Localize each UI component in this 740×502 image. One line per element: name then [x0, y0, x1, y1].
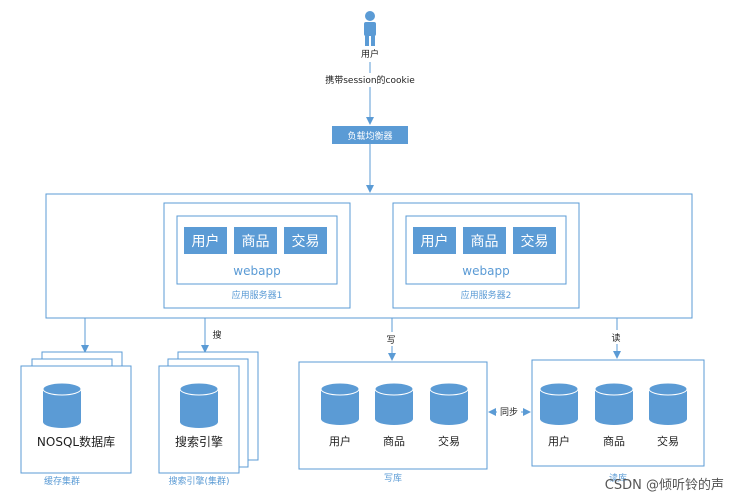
module-trade-2	[513, 227, 556, 254]
write-edge-bg	[384, 332, 398, 346]
search-cluster: 搜索引擎 搜索引擎(集群)	[158, 351, 259, 487]
load-balancer-label: 负载均衡器	[347, 130, 392, 142]
read-table-user: 用户	[548, 434, 570, 448]
module-goods-2	[463, 227, 506, 254]
search-caption: 搜索引擎(集群)	[168, 475, 229, 487]
app-server-1-label: 应用服务器1	[232, 289, 283, 301]
app-server-2-label: 应用服务器2	[461, 289, 512, 301]
module-goods-1-label: 商品	[242, 234, 270, 250]
cookie-label: 携带session的cookie	[325, 74, 415, 86]
database-icon	[594, 382, 634, 425]
write-edge-label: 写	[386, 335, 395, 346]
write-table-user: 用户	[329, 434, 351, 448]
search-edge-label: 搜	[212, 329, 221, 341]
read-table-trade: 交易	[657, 434, 679, 448]
module-user-2	[413, 227, 456, 254]
module-user-1-label: 用户	[192, 233, 220, 250]
write-table-trade: 交易	[438, 434, 460, 448]
webapp-2-box	[405, 215, 567, 285]
read-db: 用户 商品 交易 读库	[531, 359, 705, 484]
read-db-caption: 读库	[609, 472, 627, 484]
write-db-caption: 写库	[384, 472, 402, 484]
write-table-goods: 商品	[383, 434, 405, 448]
module-goods-2-label: 商品	[471, 234, 499, 250]
database-icon	[374, 382, 414, 425]
app-server-1-box	[163, 202, 351, 309]
load-balancer-box	[332, 126, 408, 144]
write-db: 用户 商品 交易 写库	[298, 361, 488, 484]
cache-caption: 缓存集群	[44, 475, 80, 487]
csdn-watermark: CSDN @倾听铃的声	[605, 477, 724, 493]
user-icon	[364, 11, 376, 46]
sync-label-bg	[497, 405, 521, 418]
read-edge-bg	[609, 330, 623, 344]
database-icon	[179, 382, 219, 428]
database-icon	[648, 382, 688, 425]
app-server-2-box	[392, 202, 580, 309]
search-db-label: 搜索引擎	[175, 434, 223, 449]
database-icon	[42, 382, 82, 428]
module-goods-1	[234, 227, 277, 254]
cache-db-label: NOSQL数据库	[37, 434, 115, 449]
user-label: 用户	[361, 48, 379, 60]
module-trade-1	[284, 227, 327, 254]
database-icon	[320, 382, 360, 425]
webapp-2-label: webapp	[462, 264, 509, 278]
module-user-2-label: 用户	[421, 233, 449, 250]
sync-label: 同步	[500, 407, 518, 418]
app-cluster-box	[45, 193, 693, 319]
database-icon	[539, 382, 579, 425]
read-edge-label: 读	[611, 332, 620, 344]
search-edge-bg	[210, 327, 224, 341]
cookie-label-bg	[318, 73, 422, 87]
app-server-2: 用户 商品 交易 webapp 应用服务器2	[392, 202, 580, 309]
webapp-1-box	[176, 215, 338, 285]
app-server-1: 用户 商品 交易 webapp 应用服务器1	[163, 202, 351, 309]
cache-cluster: NOSQL数据库 缓存集群	[20, 351, 132, 487]
webapp-1-label: webapp	[233, 264, 280, 278]
module-user-1	[184, 227, 227, 254]
read-table-goods: 商品	[603, 434, 625, 448]
module-trade-1-label: 交易	[292, 233, 320, 250]
module-trade-2-label: 交易	[521, 233, 549, 250]
database-icon	[429, 382, 469, 425]
